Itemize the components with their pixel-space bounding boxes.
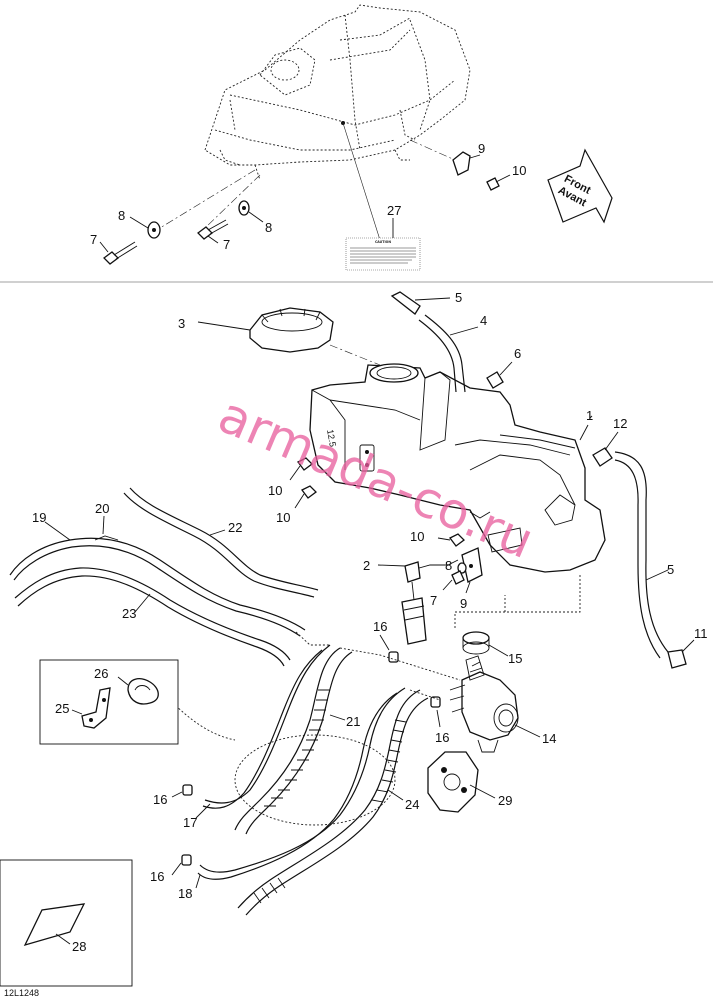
- caution-decal-27: CAUTION: [345, 237, 421, 271]
- callout-9-upper: 9: [478, 141, 485, 156]
- caution-label-title: CAUTION: [375, 240, 391, 244]
- nut-10-b: [294, 485, 317, 509]
- svg-text:12.5: 12.5: [325, 429, 338, 448]
- hose-group-outline: [234, 734, 396, 826]
- screw-7-lower: [442, 570, 465, 591]
- bracket-25: [71, 687, 111, 729]
- callout-6: 6: [514, 346, 521, 361]
- callout-18: 18: [178, 886, 192, 901]
- overflow-hose-5-right: [614, 451, 669, 659]
- fuel-line-19: [9, 521, 306, 637]
- callout-8-right: 8: [265, 220, 272, 235]
- fuel-hose-24: [237, 689, 429, 916]
- callout-16-b: 16: [435, 730, 449, 745]
- bolt-10-upper: [486, 174, 511, 191]
- callout-7-right: 7: [223, 237, 230, 252]
- nut-10-a: [289, 457, 313, 481]
- clip-6: [486, 361, 513, 389]
- clip-26: [117, 676, 159, 705]
- callout-8-lower: 8: [445, 558, 452, 573]
- callout-10-b: 10: [276, 510, 290, 525]
- callout-7-left: 7: [90, 232, 97, 247]
- callout-14: 14: [542, 731, 556, 746]
- callout-5-top: 5: [455, 290, 462, 305]
- clamp-15: [462, 631, 509, 657]
- fuel-hose-17: [195, 644, 331, 819]
- check-valve-11: [667, 639, 695, 669]
- callout-16-c: 16: [153, 792, 167, 807]
- bolt-7-right: [197, 219, 229, 244]
- callout-7-lower: 7: [430, 593, 437, 608]
- callout-15: 15: [508, 651, 522, 666]
- callout-10-a: 10: [268, 483, 282, 498]
- nut-10-c: [437, 533, 465, 547]
- mounting-flange-29: [427, 751, 496, 813]
- fuel-hose-21: [234, 647, 353, 835]
- fuel-line-23: [14, 567, 291, 667]
- fuel-line-22: [123, 487, 319, 598]
- fitting-16-c: [171, 784, 193, 798]
- callout-28: 28: [72, 939, 86, 954]
- decal-28: [23, 903, 86, 947]
- callout-10-c: 10: [410, 529, 424, 544]
- callout-11: 11: [694, 626, 708, 641]
- callout-9-lower: 9: [460, 596, 467, 611]
- callout-12: 12: [613, 416, 627, 431]
- callout-21: 21: [346, 714, 360, 729]
- fuel-cap-3: [197, 307, 334, 353]
- callout-26: 26: [94, 666, 108, 681]
- fitting-16-a: [379, 634, 399, 663]
- callout-23: 23: [122, 606, 136, 621]
- fitting-16-d: [171, 854, 192, 876]
- fuel-tank-1: 12.5: [309, 363, 606, 573]
- callout-27: 27: [387, 203, 401, 218]
- callout-3: 3: [178, 316, 185, 331]
- callout-20: 20: [95, 501, 109, 516]
- callout-2: 2: [363, 558, 370, 573]
- callout-1: 1: [586, 408, 593, 423]
- fuel-sender-connector-2: [377, 559, 459, 645]
- fuel-hose-18: [195, 687, 406, 889]
- callout-4: 4: [480, 313, 487, 328]
- inset-box-clips: [39, 659, 179, 745]
- callout-19: 19: [32, 510, 46, 525]
- body-panel-assembly: [204, 4, 471, 181]
- connector-20: [94, 515, 119, 541]
- washer-8-left: [129, 216, 161, 239]
- plate-9-lower: [461, 547, 483, 594]
- callout-5-right: 5: [667, 562, 674, 577]
- callout-10-upper: 10: [512, 163, 526, 178]
- washer-8-right: [238, 200, 264, 223]
- bracket-plate-9-upper: [452, 151, 481, 176]
- bolt-7-left: [99, 241, 138, 265]
- fitting-12: [592, 431, 619, 467]
- callout-16-a: 16: [373, 619, 387, 634]
- vent-hose-4: [418, 314, 479, 393]
- callout-24: 24: [405, 797, 419, 812]
- callout-16-d: 16: [150, 869, 164, 884]
- reference-code: 12L1248: [4, 988, 39, 998]
- fuel-pump-14: [449, 655, 541, 753]
- callout-17: 17: [183, 815, 197, 830]
- front-direction-arrow: Front Avant: [547, 148, 613, 224]
- fitting-5-top: [390, 291, 451, 315]
- callout-8-left: 8: [118, 208, 125, 223]
- callout-22: 22: [228, 520, 242, 535]
- callout-25: 25: [55, 701, 69, 716]
- callout-29: 29: [498, 793, 512, 808]
- inset-box-28: [0, 859, 133, 987]
- fitting-16-b: [430, 696, 441, 728]
